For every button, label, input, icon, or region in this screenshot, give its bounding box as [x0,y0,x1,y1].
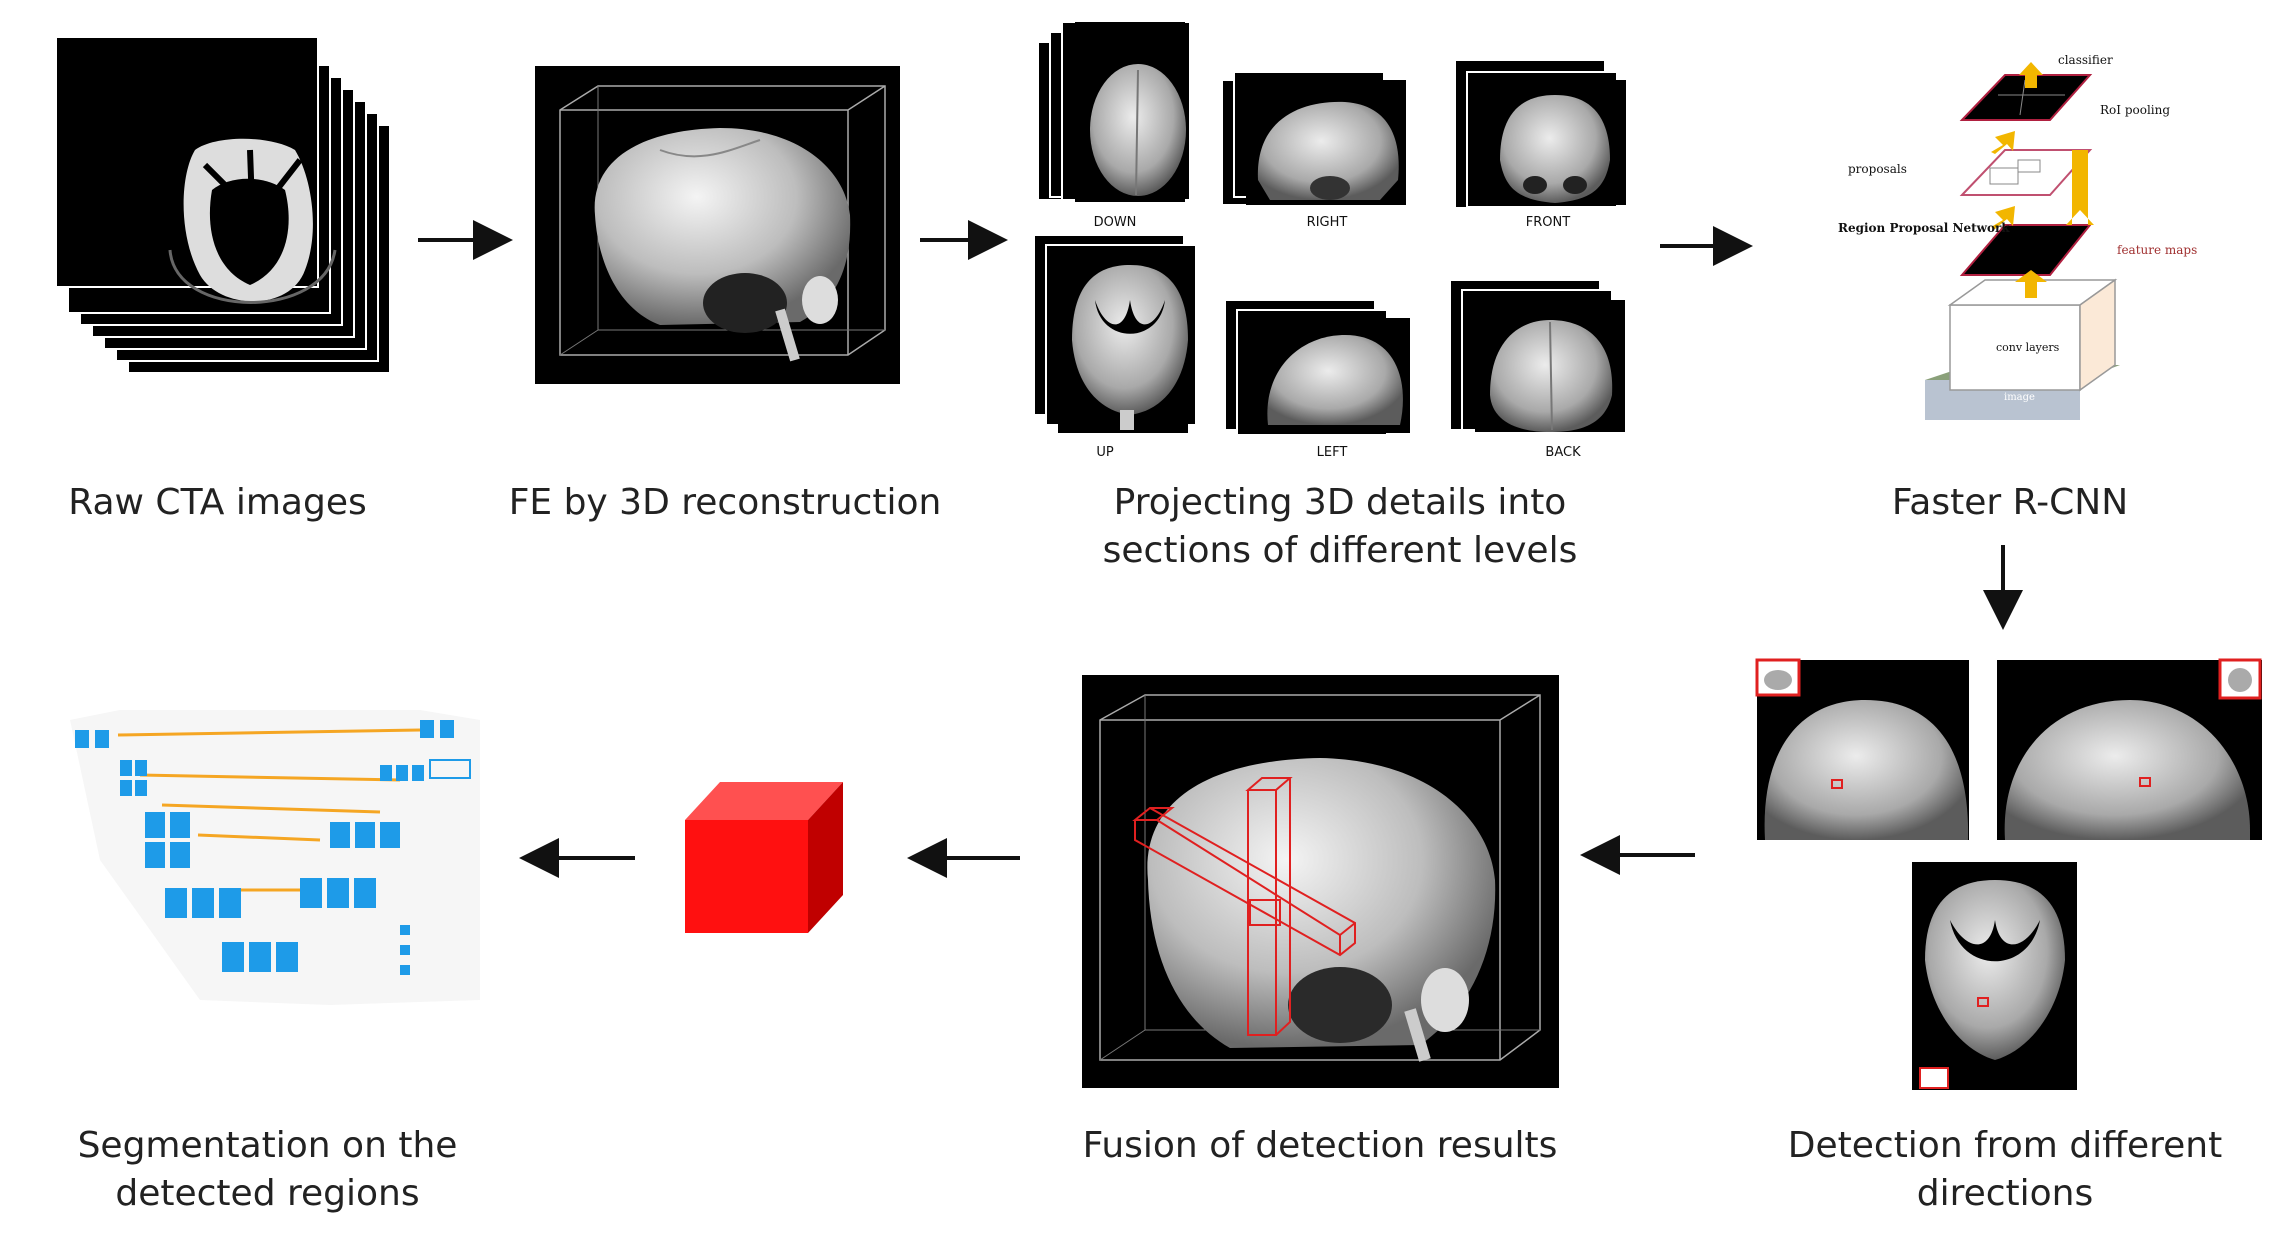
view-label-front: FRONT [1525,215,1571,230]
caption-faster-rcnn: Faster R-CNN [1891,482,2129,523]
rcnn-label-rpn: Region Proposal Network [1838,221,2010,235]
faster-rcnn-schematic [1925,62,2120,420]
projection-back-stack [1449,279,1625,432]
rcnn-label-proposals: proposals [1848,162,1907,176]
red-cube [685,782,843,933]
unet-diagram [70,710,480,1005]
fusion-image [1082,675,1559,1088]
caption-raw-cta: Raw CTA images [68,482,367,523]
projection-front-stack [1454,59,1626,209]
rcnn-label-image: image [2004,392,2035,403]
detection-images [1755,658,2262,1090]
3d-reconstruction-image [535,66,900,384]
view-label-left: LEFT [1316,445,1348,460]
caption-fe-3d: FE by 3D reconstruction [508,482,942,523]
view-label-right: RIGHT [1306,215,1348,230]
rcnn-label-conv-layers: conv layers [1996,341,2060,354]
projection-up-stack [1033,234,1197,433]
rcnn-label-roi-pooling: RoI pooling [2100,103,2171,117]
view-label-back: BACK [1545,445,1581,460]
rcnn-label-feature-maps: feature maps [2117,243,2198,257]
view-label-up: UP [1096,445,1114,460]
caption-projecting: Projecting 3D details into sections of d… [1102,482,1578,571]
projection-down-stack [1037,21,1191,202]
rcnn-label-classifier: classifier [2058,53,2113,67]
caption-detection: Detection from different directions [1787,1125,2223,1214]
projection-right-stack [1221,71,1406,206]
projection-left-stack [1224,299,1410,436]
raw-cta-stack [55,36,391,374]
view-label-down: DOWN [1093,215,1137,230]
caption-fusion: Fusion of detection results [1082,1125,1558,1166]
caption-segmentation: Segmentation on the detected regions [77,1125,458,1214]
flow-arrows [418,220,2023,878]
